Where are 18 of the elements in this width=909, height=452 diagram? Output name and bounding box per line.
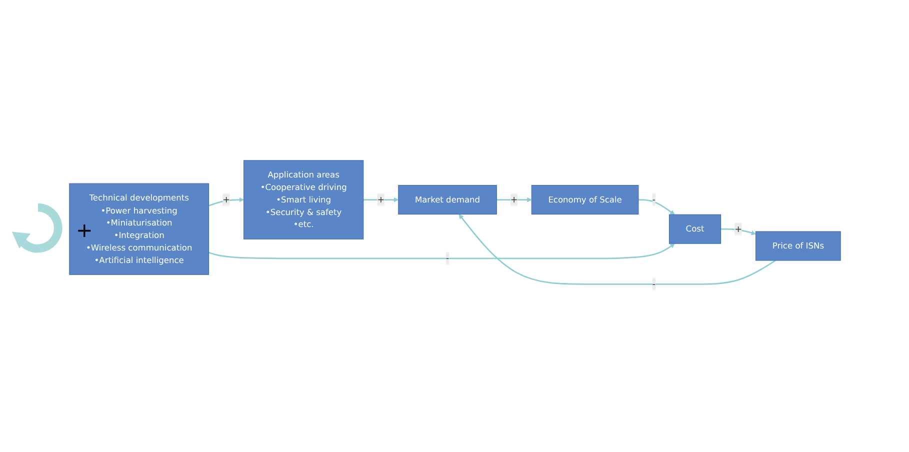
arrow	[458, 214, 776, 286]
arrow	[208, 198, 244, 207]
arrow	[208, 244, 674, 260]
loop-polarity-label: +	[76, 218, 93, 242]
node-box: Market demand	[398, 185, 496, 215]
arrow	[638, 199, 674, 216]
edge-label: -	[445, 253, 449, 264]
node-box: Cost	[668, 214, 721, 244]
edge-label: +	[376, 194, 384, 206]
edge-label: -	[652, 279, 655, 290]
edge-label: +	[734, 224, 742, 234]
node-box: Price of ISNs	[755, 232, 840, 262]
node-box: Economy of Scale	[530, 185, 638, 215]
edge-label: -	[652, 194, 655, 206]
edge-label: +	[510, 194, 518, 206]
node-box: Application areas •Cooperative driving •Smart living •Security & safety •etc.	[243, 160, 364, 240]
edge-label: +	[222, 194, 230, 206]
arrow	[720, 228, 756, 236]
